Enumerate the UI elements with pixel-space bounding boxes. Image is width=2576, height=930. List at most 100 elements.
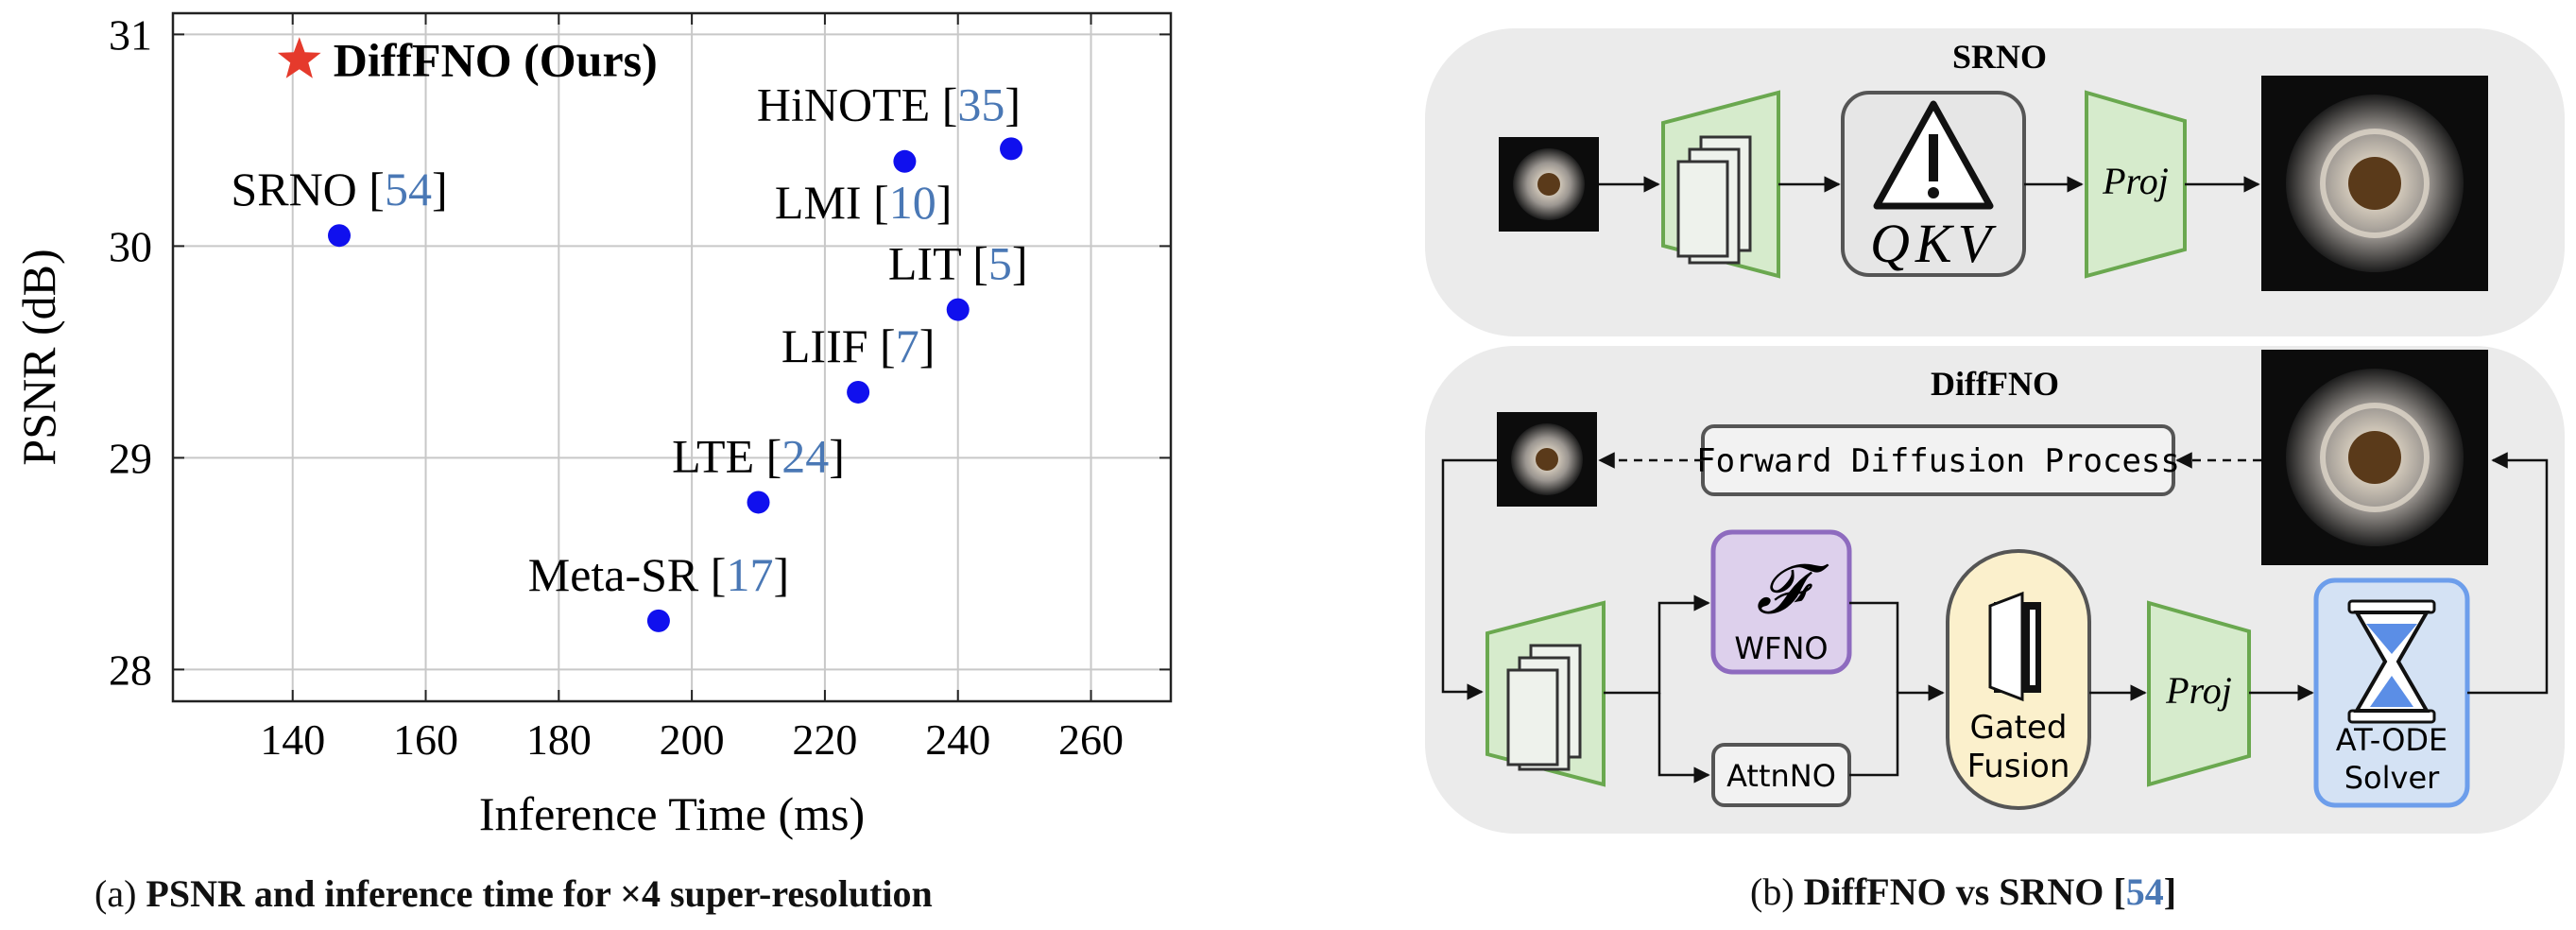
- difffno-panel: [1425, 346, 2565, 834]
- point-lte: [747, 491, 770, 514]
- srno-proj-label: Proj: [2102, 160, 2169, 202]
- label-lit-name: LIT: [888, 237, 961, 290]
- caption-a-prefix: (a): [94, 872, 146, 915]
- gated-fusion-label-1: Gated: [1969, 709, 2067, 747]
- point-labels: DiffFNO (Ours)HiNOTE [35]LMI [10]SRNO [5…: [231, 33, 1027, 601]
- point-meta-sr: [646, 609, 670, 632]
- label-lmi-bracket-close: ]: [936, 176, 953, 229]
- point-liif: [847, 380, 870, 404]
- warning-icon: [1873, 100, 1994, 210]
- hourglass-icon: [2347, 599, 2436, 724]
- srno-projection: Proj: [2085, 90, 2187, 279]
- srno-input-image: [1499, 137, 1599, 232]
- label-meta-sr-name: Meta-SR: [528, 548, 699, 601]
- label-lit-bracket-open: [: [961, 237, 988, 290]
- label-liif-bracket-open: [: [868, 319, 896, 372]
- label-lte-bracket-open: [: [754, 429, 781, 482]
- label-lmi: LMI [10]: [775, 176, 952, 229]
- door-icon: [1988, 591, 2041, 702]
- data-points: [277, 37, 1023, 632]
- gated-fusion-label-2: Fusion: [1967, 748, 2070, 785]
- label-lte: LTE [24]: [672, 429, 845, 482]
- srno-title: SRNO: [1952, 38, 2047, 76]
- label-hinote-bracket-open: [: [930, 78, 957, 130]
- caption-b-prefix: (b): [1750, 870, 1804, 913]
- srno-attention-block: QKV: [1841, 91, 2026, 277]
- forward-diffusion-box: [1701, 424, 2175, 496]
- label-lte-bracket-close: ]: [829, 429, 845, 482]
- y-tick-label: 30: [109, 222, 152, 270]
- plot-frame: [171, 11, 1173, 703]
- caption-b-text: DiffFNO vs SRNO [: [1803, 870, 2126, 913]
- difffno-proj-label: Proj: [2165, 669, 2232, 712]
- label-liif: LIIF [7]: [781, 319, 935, 372]
- label-liif-bracket-close: ]: [919, 319, 936, 372]
- label-meta-sr-bracket-close: ]: [773, 548, 789, 601]
- caption-a: (a) PSNR and inference time for ×4 super…: [94, 871, 933, 916]
- label-srno-bracket-close: ]: [432, 163, 448, 215]
- point-hinote: [1000, 137, 1023, 161]
- x-tick-label: 180: [526, 715, 592, 764]
- difffno-title: DiffFNO: [1931, 365, 2059, 403]
- label-hinote-bracket-close: ]: [1005, 78, 1021, 130]
- label-srno: SRNO [54]: [231, 163, 447, 215]
- point-lmi: [893, 149, 917, 173]
- x-tick-label: 260: [1058, 715, 1124, 764]
- wfno-block: 𝓕 WFNO: [1710, 529, 1852, 675]
- point-difffno-ours-star: [277, 37, 321, 78]
- y-axis-label: PSNR (dB): [12, 249, 65, 465]
- srno-panel: [1425, 28, 2565, 336]
- label-lmi-cite: 10: [889, 176, 936, 229]
- caption-b-cite: 54: [2125, 870, 2164, 913]
- srno-encoder: [1661, 90, 1780, 279]
- y-tick-label: 31: [109, 10, 152, 59]
- label-hinote-name: HiNOTE: [757, 78, 930, 130]
- chart-grid: [173, 13, 1171, 701]
- qkv-label: QKV: [1870, 213, 1998, 274]
- label-meta-sr-cite: 17: [726, 548, 773, 601]
- x-tick-label: 160: [393, 715, 458, 764]
- label-difffno-ours-name: DiffFNO (Ours): [334, 33, 658, 86]
- x-axis-label: Inference Time (ms): [479, 787, 865, 840]
- label-lit: LIT [5]: [888, 237, 1028, 290]
- difffno-hr-image: [2261, 350, 2488, 565]
- label-srno-name: SRNO: [231, 163, 356, 215]
- difffno-noisy-image: [1497, 412, 1597, 507]
- caption-a-text: PSNR and inference time for ×4 super-res…: [146, 872, 933, 915]
- label-srno-cite: 54: [385, 163, 432, 215]
- label-hinote: HiNOTE [35]: [757, 78, 1021, 130]
- label-difffno-ours: DiffFNO (Ours): [334, 33, 658, 86]
- x-tick-label: 140: [260, 715, 325, 764]
- label-lte-cite: 24: [781, 429, 829, 482]
- atode-label-2: Solver: [2344, 760, 2440, 796]
- y-tick-label: 28: [109, 646, 152, 694]
- x-tick-label: 220: [792, 715, 857, 764]
- label-lit-bracket-close: ]: [1012, 237, 1028, 290]
- atode-label-1: AT-ODE: [2336, 722, 2448, 758]
- label-meta-sr-bracket-open: [: [698, 548, 726, 601]
- label-liif-name: LIIF: [781, 319, 868, 372]
- forward-diffusion-label: Forward Diffusion Process: [1696, 442, 2180, 480]
- label-lit-cite: 5: [988, 237, 1012, 290]
- x-tick-label: 200: [660, 715, 725, 764]
- caption-b-suffix: ]: [2163, 870, 2177, 913]
- caption-b: (b) DiffFNO vs SRNO [54]: [1750, 870, 2176, 914]
- difffno-encoder: [1485, 600, 1606, 787]
- label-liif-cite: 7: [896, 319, 919, 372]
- fourier-icon: 𝓕: [1756, 549, 1829, 629]
- label-srno-bracket-open: [: [357, 163, 385, 215]
- attnno-label: AttnNO: [1726, 758, 1836, 794]
- wfno-label: WFNO: [1734, 630, 1828, 666]
- point-srno: [328, 224, 351, 248]
- point-lit: [946, 298, 970, 321]
- difffno-projection: Proj: [2147, 600, 2251, 787]
- label-lmi-bracket-open: [: [862, 176, 889, 229]
- label-lte-name: LTE: [672, 429, 754, 482]
- label-hinote-cite: 35: [957, 78, 1005, 130]
- attnno-block: AttnNO: [1711, 743, 1851, 807]
- x-tick-label: 240: [925, 715, 990, 764]
- gated-fusion-block: Gated Fusion: [1946, 549, 2091, 810]
- srno-output-image: [2261, 76, 2488, 291]
- label-lmi-name: LMI: [775, 176, 862, 229]
